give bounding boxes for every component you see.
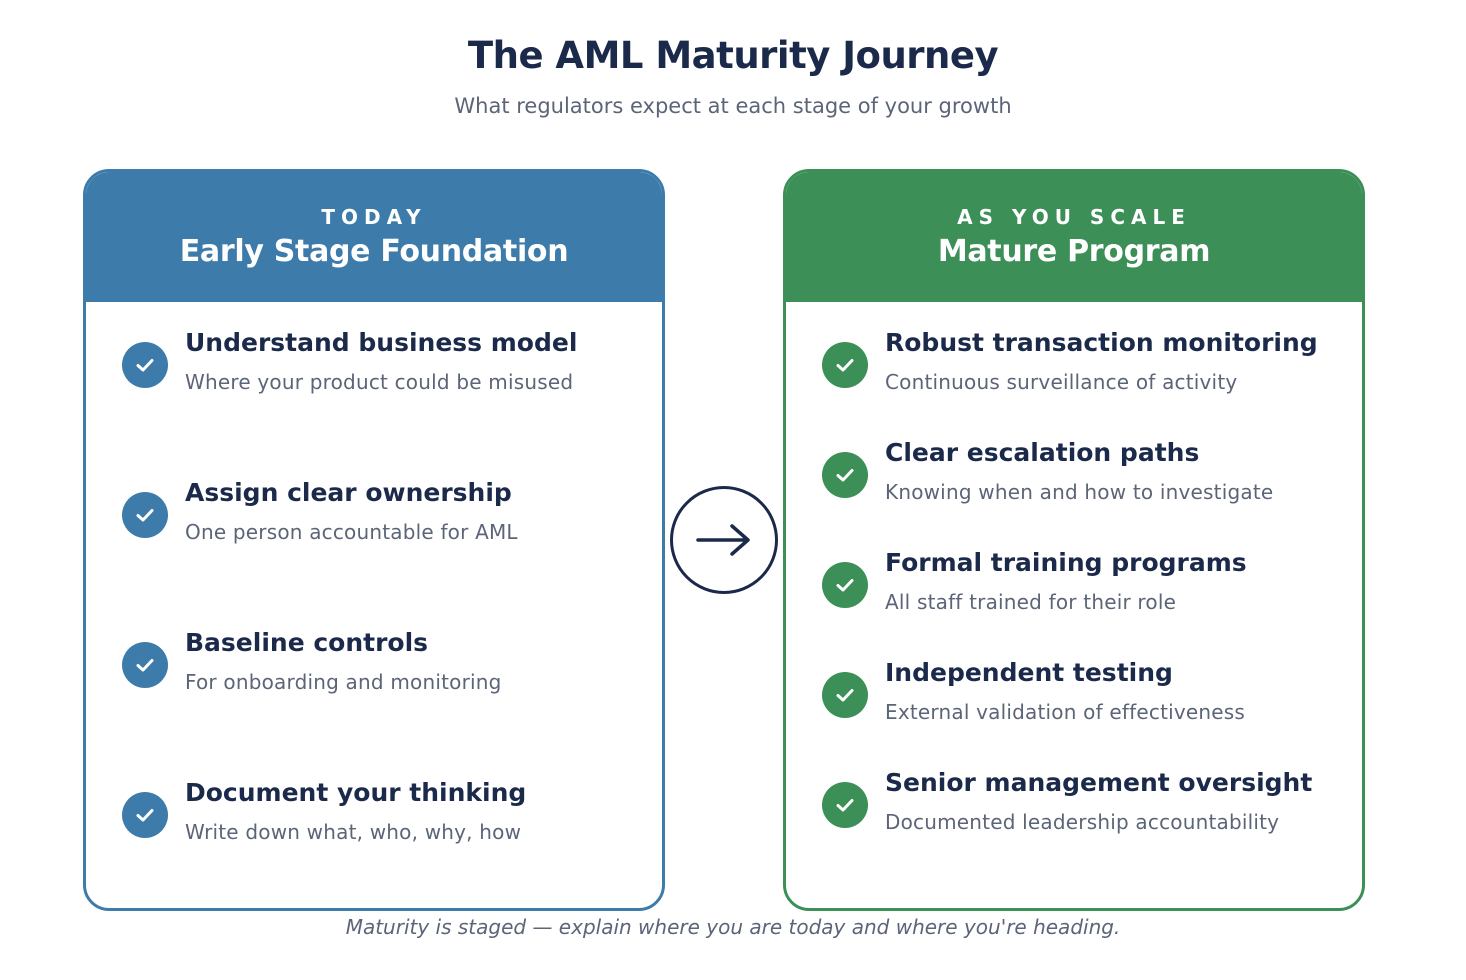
mature-program-eyebrow: AS YOU SCALE bbox=[957, 205, 1191, 229]
checklist-item-description: Continuous surveillance of activity bbox=[885, 370, 1238, 394]
checklist-item: Robust transaction monitoring Continuous… bbox=[822, 328, 1342, 422]
mature-program-title: Mature Program bbox=[937, 234, 1211, 269]
early-stage-card-header: TODAY Early Stage Foundation bbox=[86, 172, 662, 302]
checklist-item-description: Knowing when and how to investigate bbox=[885, 480, 1274, 504]
mature-program-card: AS YOU SCALE Mature Program Robust trans… bbox=[783, 169, 1365, 911]
checklist-item: Clear escalation paths Knowing when and … bbox=[822, 438, 1342, 532]
checklist-item-description: All staff trained for their role bbox=[885, 590, 1177, 614]
checklist-item-description: External validation of effectiveness bbox=[885, 700, 1246, 724]
check-circle-icon bbox=[822, 342, 868, 388]
page-title: The AML Maturity Journey bbox=[467, 34, 999, 77]
checklist-item-title: Baseline controls bbox=[185, 628, 429, 657]
checklist-item: Assign clear ownership One person accoun… bbox=[122, 478, 642, 572]
arrow-right-icon bbox=[696, 524, 750, 556]
checklist-item: Baseline controls For onboarding and mon… bbox=[122, 628, 642, 722]
progression-arrow bbox=[670, 486, 778, 594]
checklist-item: Formal training programs All staff train… bbox=[822, 548, 1342, 642]
checklist-item: Document your thinking Write down what, … bbox=[122, 778, 642, 872]
check-circle-icon bbox=[822, 452, 868, 498]
checklist-item-description: One person accountable for AML bbox=[185, 520, 518, 544]
checklist-item: Independent testing External validation … bbox=[822, 658, 1342, 752]
checklist-item-title: Senior management oversight bbox=[885, 768, 1313, 797]
mature-program-card-header: AS YOU SCALE Mature Program bbox=[786, 172, 1362, 302]
checklist-item-description: Documented leadership accountability bbox=[885, 810, 1280, 834]
checklist-item-description: For onboarding and monitoring bbox=[185, 670, 502, 694]
footer-note: Maturity is staged — explain where you a… bbox=[345, 915, 1121, 939]
check-circle-icon bbox=[122, 342, 168, 388]
check-circle-icon bbox=[822, 562, 868, 608]
checklist-item-title: Document your thinking bbox=[185, 778, 527, 807]
check-circle-icon bbox=[822, 672, 868, 718]
checklist-item-description: Write down what, who, why, how bbox=[185, 820, 522, 844]
checklist-item-title: Clear escalation paths bbox=[885, 438, 1200, 467]
check-circle-icon bbox=[822, 782, 868, 828]
early-stage-card: TODAY Early Stage Foundation Understand … bbox=[83, 169, 665, 911]
early-stage-title: Early Stage Foundation bbox=[179, 234, 569, 269]
page-subtitle: What regulators expect at each stage of … bbox=[454, 94, 1012, 118]
checklist-item-title: Assign clear ownership bbox=[185, 478, 512, 507]
checklist-item: Senior management oversight Documented l… bbox=[822, 768, 1342, 862]
checklist-item: Understand business model Where your pro… bbox=[122, 328, 642, 422]
check-circle-icon bbox=[122, 642, 168, 688]
checklist-item-title: Robust transaction monitoring bbox=[885, 328, 1318, 357]
checklist-item-title: Understand business model bbox=[185, 328, 578, 357]
check-circle-icon bbox=[122, 792, 168, 838]
checklist-item-title: Independent testing bbox=[885, 658, 1173, 687]
early-stage-eyebrow: TODAY bbox=[321, 205, 427, 229]
check-circle-icon bbox=[122, 492, 168, 538]
checklist-item-title: Formal training programs bbox=[885, 548, 1247, 577]
checklist-item-description: Where your product could be misused bbox=[185, 370, 574, 394]
